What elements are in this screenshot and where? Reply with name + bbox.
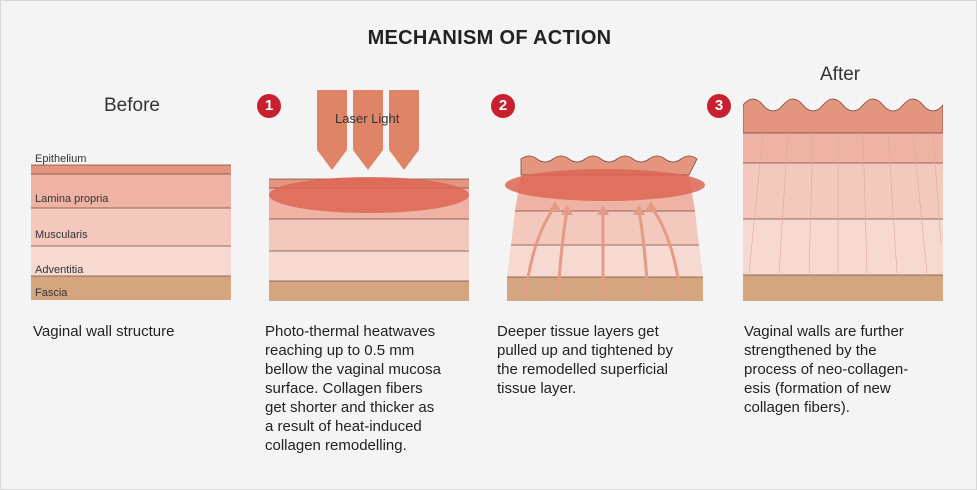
- layer-label-muscularis: Muscularis: [35, 229, 88, 241]
- layer-label-epithelium: Epithelium: [35, 153, 87, 165]
- fascia-layer: [31, 276, 231, 300]
- layer-label-lamina-propria: Lamina propria: [35, 193, 109, 205]
- muscularis-layer: [31, 208, 231, 246]
- layer-label-fascia: Fascia: [35, 287, 68, 299]
- after-heading: After: [820, 64, 861, 85]
- before-heading: Before: [104, 95, 160, 116]
- lifting-arrows: [523, 206, 683, 298]
- laser-light-label: Laser Light: [335, 111, 400, 126]
- step-badge-1: 1: [257, 94, 281, 118]
- adventitia-layer: [31, 246, 231, 276]
- collagen-fibers: [748, 132, 942, 274]
- lamina-propria-layer: [31, 174, 231, 208]
- caption-before: Vaginal wall structure: [33, 323, 175, 340]
- before-tissue-diagram: [31, 164, 231, 300]
- laser-arrows: [317, 90, 419, 170]
- page-title: MECHANISM OF ACTION: [367, 27, 612, 49]
- caption-step2: Deeper tissue layers get pulled up and t…: [497, 323, 673, 397]
- after-tissue-diagram: [743, 98, 943, 301]
- step-badge-3: 3: [707, 94, 731, 118]
- step-badge-2: 2: [491, 94, 515, 118]
- heat-zone: [505, 169, 705, 201]
- layer-label-adventitia: Adventitia: [35, 264, 84, 276]
- heat-zone: [269, 177, 469, 213]
- caption-step1: Photo-thermal heatwaves reaching up to 0…: [265, 323, 441, 454]
- caption-step3: Vaginal walls are further strengthened b…: [744, 323, 909, 416]
- epithelium-layer: [31, 165, 231, 174]
- step1-tissue-diagram: [269, 177, 469, 301]
- step2-tissue-diagram: [505, 155, 705, 301]
